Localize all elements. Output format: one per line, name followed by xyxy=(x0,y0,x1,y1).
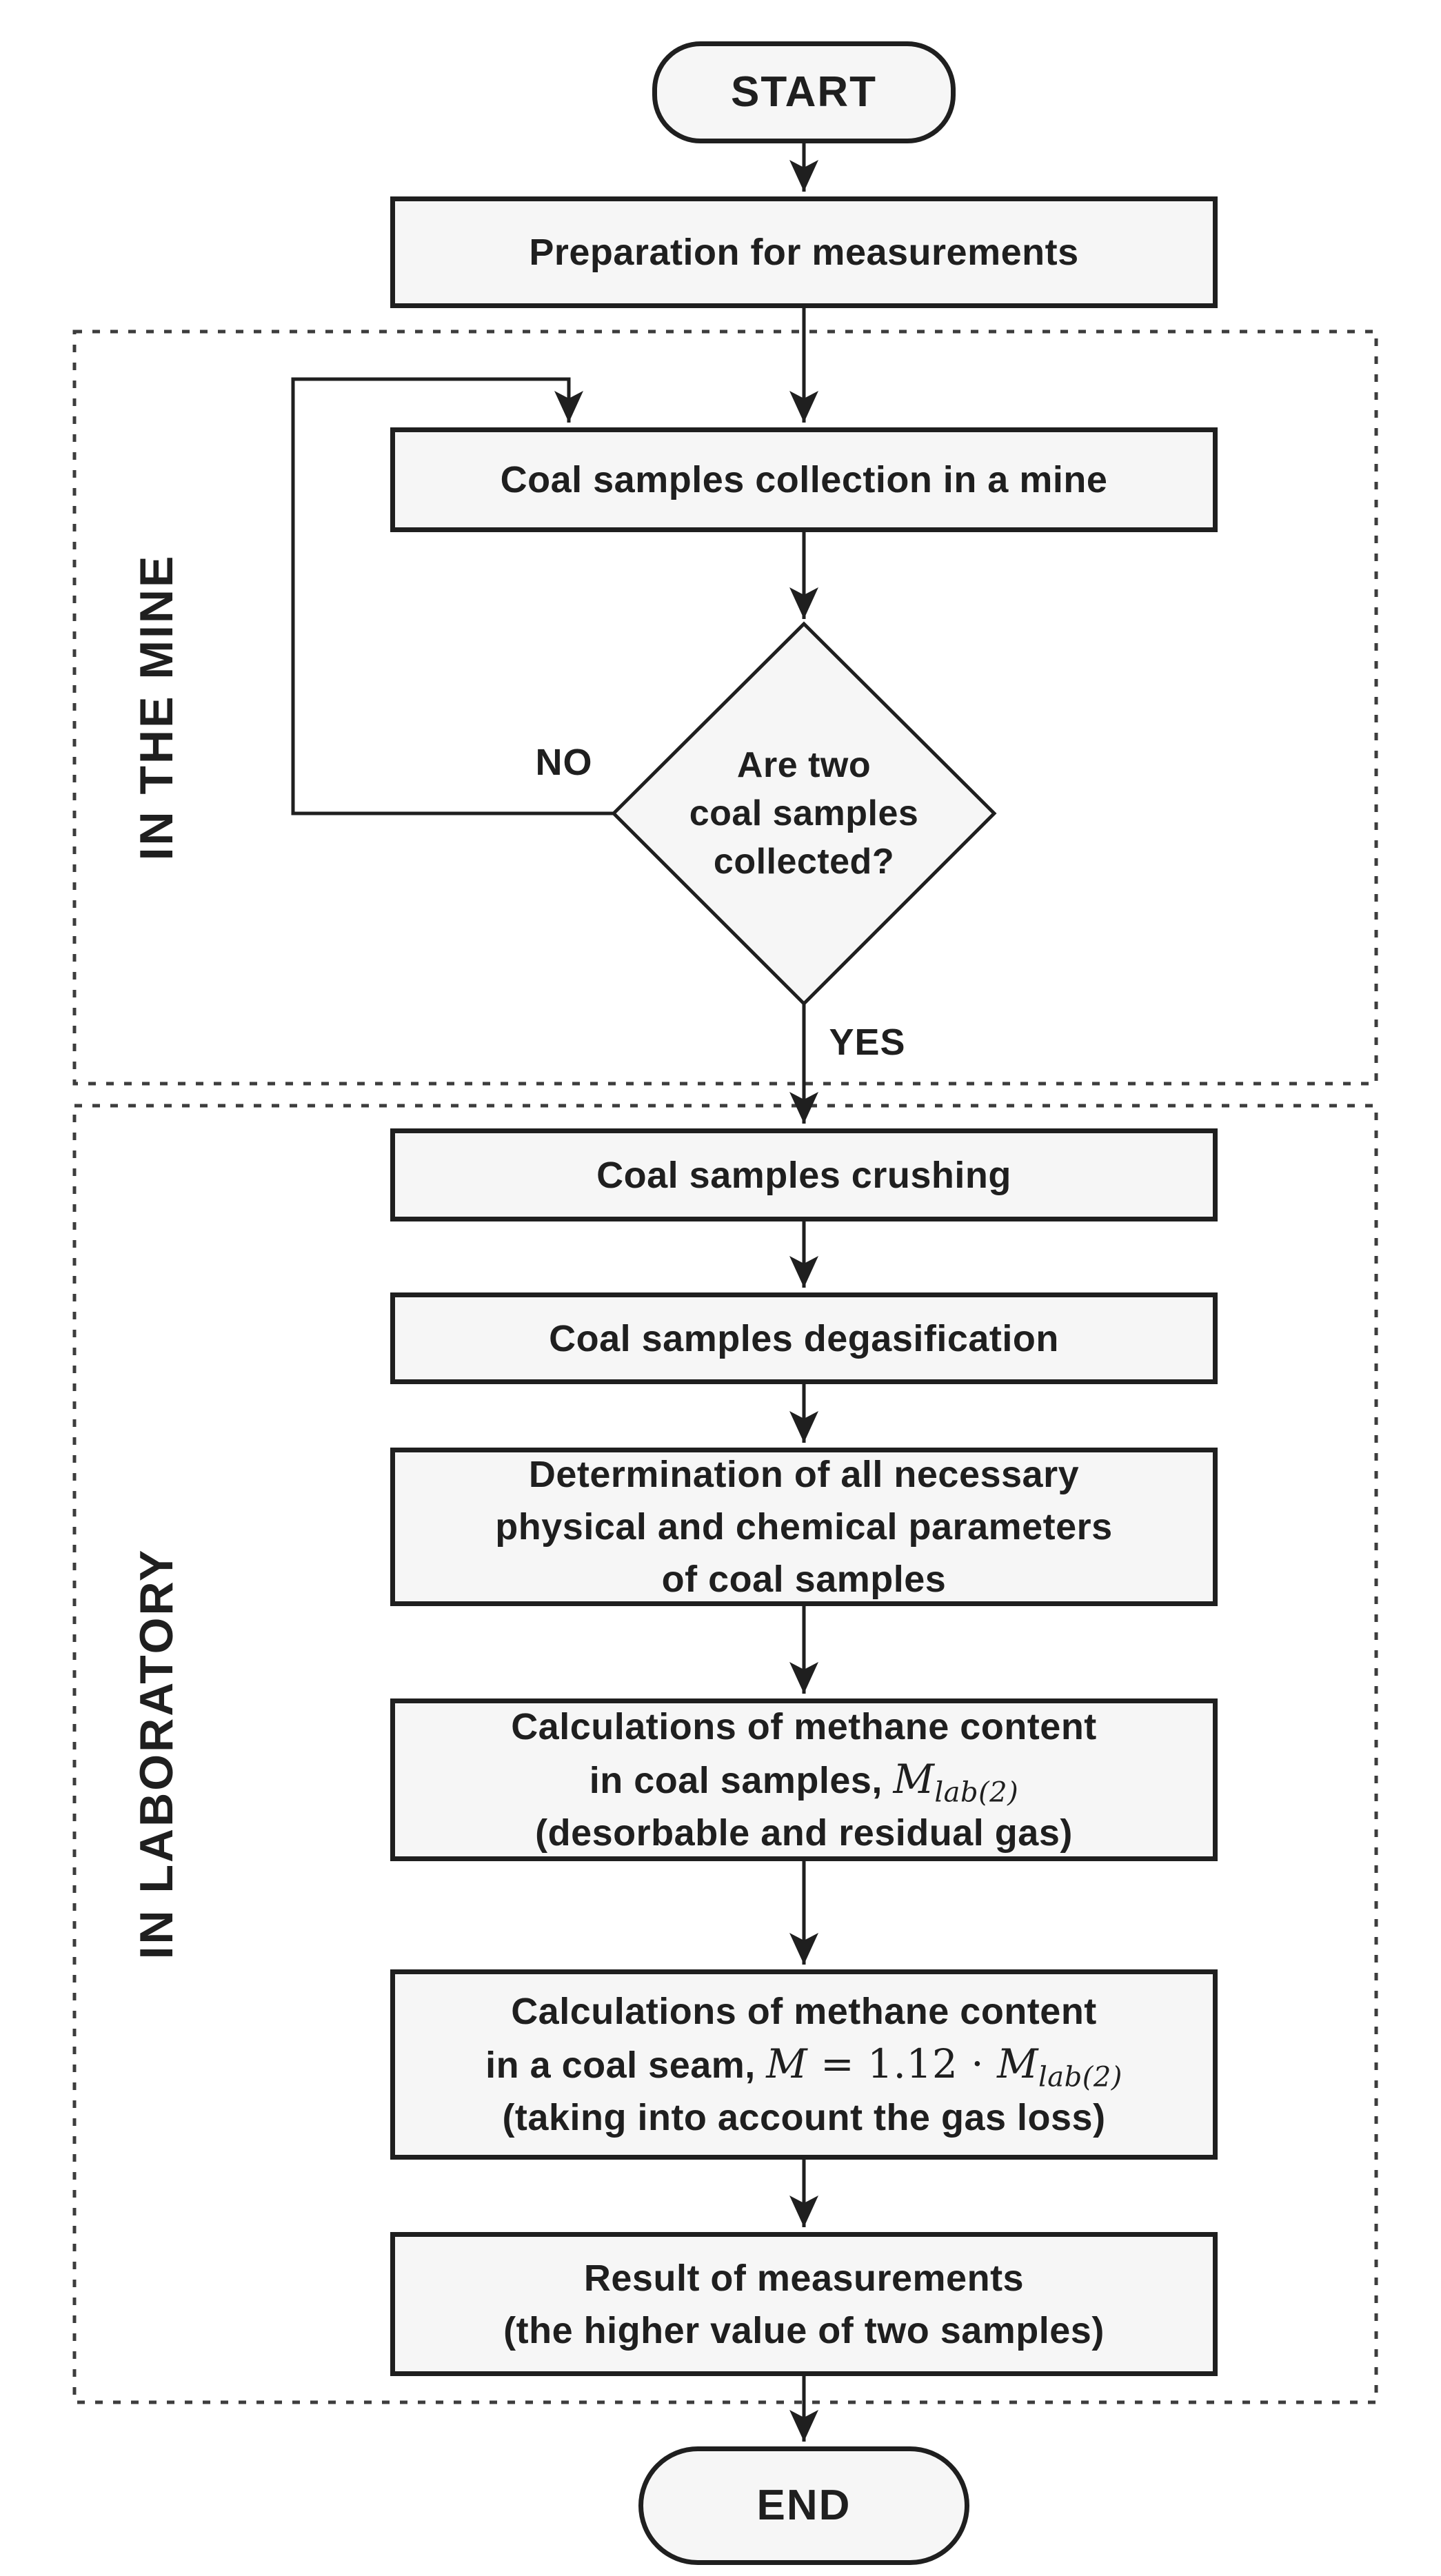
process-methane-in-samples: Calculations of methane content in coal … xyxy=(390,1698,1218,1861)
process-degasification: Coal samples degasification xyxy=(390,1292,1218,1384)
edge-decision-no-loop xyxy=(291,377,614,815)
branch-label-yes: YES xyxy=(829,1022,906,1063)
start-terminal: START xyxy=(652,41,956,143)
mine-region-frame xyxy=(72,329,1378,1086)
methane-samples-line2-prefix: in coal samples, xyxy=(589,1760,894,1801)
process-determination-line2: physical and chemical parameters xyxy=(495,1506,1113,1548)
formula-m-equals: M = 1.12 · Mlab(2) xyxy=(766,2040,1122,2091)
process-preparation-label: Preparation for measurements xyxy=(529,232,1079,273)
decision-line3: collected? xyxy=(713,842,895,882)
methane-samples-line2: in coal samples, Mlab(2) xyxy=(590,1753,1018,1807)
methane-samples-line1: Calculations of methane content xyxy=(511,1706,1097,1747)
process-collection-label: Coal samples collection in a mine xyxy=(500,459,1108,500)
mine-region-label: IN THE MINE xyxy=(130,554,183,861)
decision-line1: Are two xyxy=(736,745,871,785)
process-result: Result of measurements (the higher value… xyxy=(390,2232,1218,2376)
process-methane-in-seam: Calculations of methane content in a coa… xyxy=(390,1969,1218,2160)
decision-diamond-shape xyxy=(611,621,997,1006)
laboratory-region-label: IN LABORATORY xyxy=(130,1548,183,1960)
formula-var-m2: M xyxy=(997,2040,1038,2087)
process-degasification-label: Coal samples degasification xyxy=(549,1317,1059,1359)
formula-m-lab2: Mlab(2) xyxy=(893,1756,1018,1807)
process-crushing-label: Coal samples crushing xyxy=(596,1154,1011,1196)
process-preparation: Preparation for measurements xyxy=(390,196,1218,308)
process-determination: Determination of all necessary physical … xyxy=(390,1448,1218,1606)
decision-line2: coal samples xyxy=(689,793,919,833)
methane-seam-line1: Calculations of methane content xyxy=(511,1991,1097,2032)
result-line1: Result of measurements xyxy=(583,2257,1025,2299)
decision-text: Are two coal samples collected? xyxy=(618,731,990,896)
methane-seam-line3: (taking into account the gas loss) xyxy=(502,2097,1106,2138)
formula-sub-lab2-seam: lab(2) xyxy=(1038,2061,1122,2093)
formula-var-m1: M xyxy=(766,2040,808,2087)
formula-sub-lab2: lab(2) xyxy=(934,1776,1019,1809)
formula-var-m: M xyxy=(893,1756,935,1803)
process-determination-line3: of coal samples xyxy=(661,1559,947,1600)
formula-equals-coefficient: = 1.12 · xyxy=(807,2040,998,2087)
laboratory-region-frame xyxy=(72,1104,1378,2404)
end-label: END xyxy=(756,2482,852,2529)
start-label: START xyxy=(730,68,878,116)
branch-label-no: NO xyxy=(535,742,593,783)
process-collection: Coal samples collection in a mine xyxy=(390,427,1218,532)
result-line2: (the higher value of two samples) xyxy=(503,2309,1105,2351)
methane-samples-line3: (desorbable and residual gas) xyxy=(535,1812,1073,1854)
methane-seam-line2: in a coal seam, M = 1.12 · Mlab(2) xyxy=(485,2038,1122,2091)
methane-seam-line2-prefix: in a coal seam, xyxy=(485,2045,767,2086)
process-determination-line1: Determination of all necessary xyxy=(528,1454,1080,1495)
end-terminal: END xyxy=(638,2446,969,2565)
process-crushing: Coal samples crushing xyxy=(390,1128,1218,1221)
